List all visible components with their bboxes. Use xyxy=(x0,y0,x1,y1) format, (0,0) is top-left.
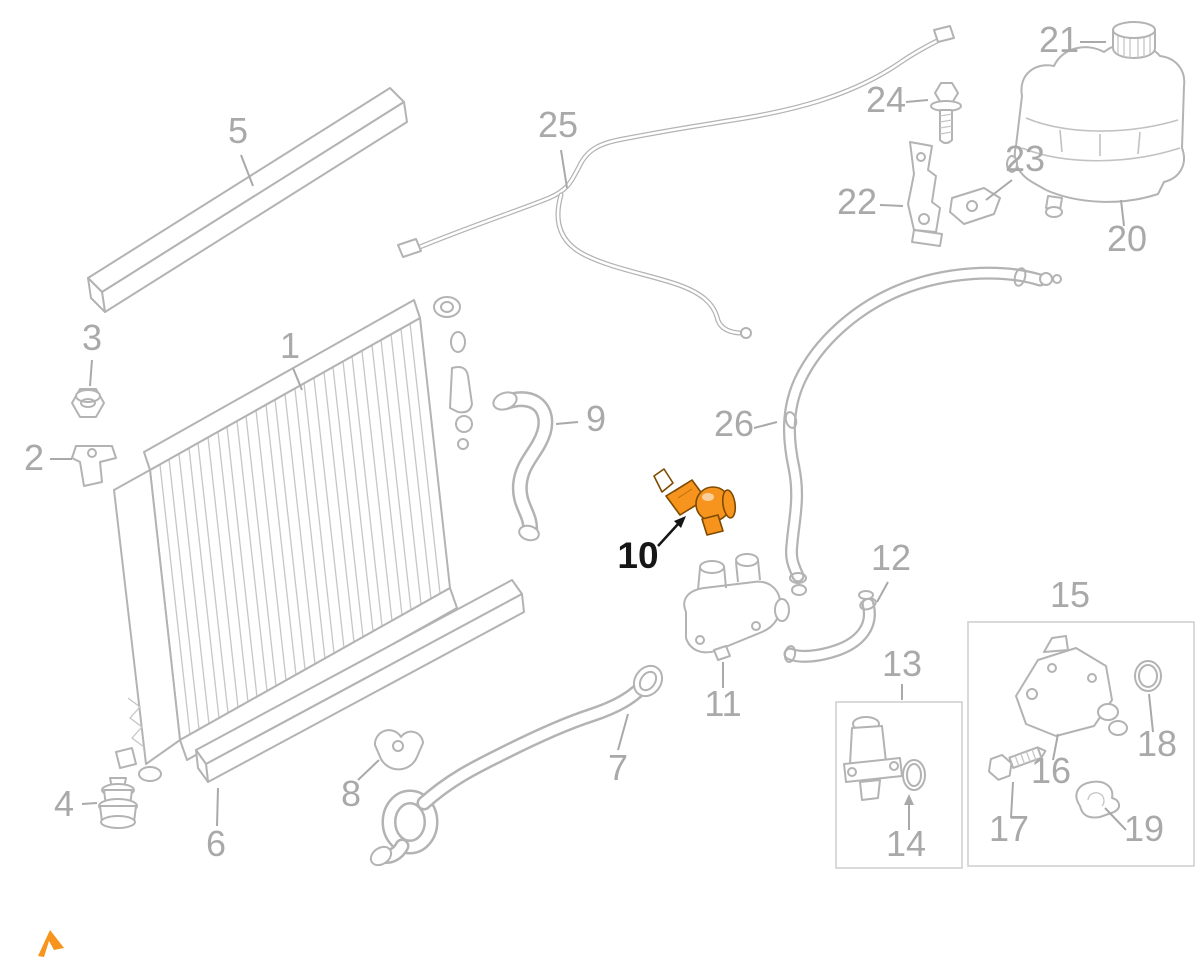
leader-26 xyxy=(753,421,778,429)
part-25-overflow-pipe xyxy=(397,25,955,339)
part-3-nut xyxy=(71,388,105,418)
leader-7 xyxy=(617,713,629,751)
part-7-lower-radiator-hose xyxy=(369,664,664,867)
part-13-group-box xyxy=(835,701,963,869)
part-17-sensor-bolt xyxy=(987,746,1047,781)
leader-16 xyxy=(1052,733,1059,761)
part-label-19[interactable]: 19 xyxy=(1124,808,1164,849)
part-label-21[interactable]: 21 xyxy=(1039,19,1079,60)
part-1-radiator xyxy=(113,296,473,782)
leader-6 xyxy=(216,787,219,827)
leader-24 xyxy=(905,99,929,103)
part-label-7[interactable]: 7 xyxy=(608,747,628,788)
leader-9 xyxy=(555,421,579,425)
part-9-upper-radiator-hose xyxy=(492,391,554,542)
leader-5 xyxy=(240,154,254,187)
part-label-10[interactable]: 10 xyxy=(617,535,658,576)
part-24-bolt xyxy=(930,82,962,144)
leader-10-arrow xyxy=(657,522,680,547)
part-2-mounting-bracket xyxy=(71,445,117,487)
part-4-rubber-mount xyxy=(98,777,138,829)
part-22-tank-bracket xyxy=(907,141,943,247)
sensor-bracket-tab xyxy=(653,468,674,493)
leader-23 xyxy=(985,179,1013,201)
sensor-highlight-gloss xyxy=(702,493,714,501)
part-label-12[interactable]: 12 xyxy=(871,537,911,578)
part-label-13[interactable]: 13 xyxy=(882,643,922,684)
part-20-expansion-tank xyxy=(1006,41,1186,218)
part-label-20[interactable]: 20 xyxy=(1107,218,1147,259)
part-label-26[interactable]: 26 xyxy=(714,403,754,444)
part-label-17[interactable]: 17 xyxy=(989,808,1029,849)
part-label-25[interactable]: 25 xyxy=(538,104,578,145)
part-14-water-outlet xyxy=(843,716,926,801)
part-23-support-bracket xyxy=(949,187,1001,225)
sensor-ribs xyxy=(673,482,693,499)
sensor-stub xyxy=(701,514,724,536)
leader-18 xyxy=(1148,693,1154,733)
part-18-o-ring xyxy=(1134,660,1162,692)
part-label-2[interactable]: 2 xyxy=(24,437,44,478)
part-label-18[interactable]: 18 xyxy=(1137,723,1177,764)
leader-20 xyxy=(1120,199,1125,227)
leader-4 xyxy=(81,802,98,805)
part-label-3[interactable]: 3 xyxy=(82,317,102,358)
sensor-flange xyxy=(721,489,737,519)
part-label-14[interactable]: 14 xyxy=(886,823,926,864)
leader-lines xyxy=(50,41,1154,831)
part-label-23[interactable]: 23 xyxy=(1005,138,1045,179)
part-10-highlighted-sensor[interactable] xyxy=(653,468,737,536)
part-15-group-box xyxy=(967,621,1195,867)
part-11-thermostat-housing xyxy=(683,553,790,661)
part-19-retaining-clip xyxy=(1075,780,1120,819)
part-label-6[interactable]: 6 xyxy=(206,823,226,864)
part-16-outlet-housing xyxy=(1015,635,1128,737)
part-label-24[interactable]: 24 xyxy=(866,79,906,120)
leader-1 xyxy=(292,367,303,391)
part-6-lower-support-bar xyxy=(195,579,525,783)
callout-labels: 1 2 3 4 5 6 7 8 9 10 11 12 13 14 15 16 1… xyxy=(24,19,1177,864)
part-5-upper-support-bar xyxy=(87,87,408,313)
part-label-1[interactable]: 1 xyxy=(280,325,300,366)
leader-17 xyxy=(1010,781,1014,819)
part-12-hose xyxy=(783,590,877,663)
leader-25 xyxy=(560,149,568,189)
leader-12 xyxy=(876,581,889,603)
part-label-16[interactable]: 16 xyxy=(1031,750,1071,791)
leader-14-arrowhead xyxy=(904,794,914,805)
leader-22 xyxy=(879,204,904,207)
part-21-tank-cap xyxy=(1112,21,1156,59)
part-label-9[interactable]: 9 xyxy=(586,398,606,439)
part-label-15[interactable]: 15 xyxy=(1050,574,1090,615)
leader-19 xyxy=(1104,807,1127,831)
brand-mark xyxy=(38,930,64,957)
part-label-5[interactable]: 5 xyxy=(228,110,248,151)
part-label-4[interactable]: 4 xyxy=(54,783,74,824)
part-label-22[interactable]: 22 xyxy=(837,181,877,222)
part-label-8[interactable]: 8 xyxy=(341,773,361,814)
part-26-expansion-tank-hose xyxy=(782,266,1062,596)
part-label-11[interactable]: 11 xyxy=(704,683,741,724)
part-8-hose-clip xyxy=(373,729,424,771)
leader-10-arrowhead xyxy=(674,516,686,528)
leader-3 xyxy=(89,359,93,387)
leader-8 xyxy=(357,759,380,781)
